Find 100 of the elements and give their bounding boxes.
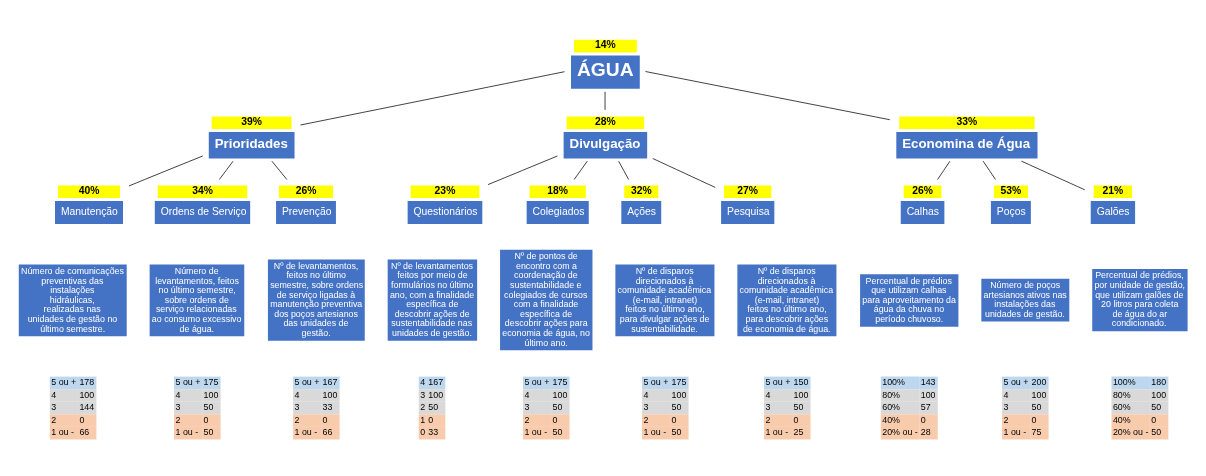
label: 100 (793, 389, 809, 400)
label: 1 ou - (524, 427, 548, 438)
label: 0 (793, 414, 799, 425)
label: 100 (1031, 389, 1047, 400)
label: 5 ou + (765, 377, 791, 388)
label: 2 (524, 414, 530, 425)
label: 100 (79, 389, 95, 400)
label: 2 (51, 414, 57, 425)
label: 0 (420, 427, 426, 438)
label: 2 (1003, 414, 1009, 425)
label: 40% (1112, 414, 1131, 425)
label: 60% (882, 402, 900, 413)
label: 2 (420, 402, 426, 413)
node-label: 32% (630, 184, 652, 196)
label: 5 ou + (294, 377, 320, 388)
label: 0 (1031, 414, 1037, 425)
label: 2 (643, 414, 649, 425)
label: 1 ou - (175, 427, 199, 438)
label: 3 (420, 389, 426, 400)
label: 167 (428, 377, 444, 388)
node-label: 21% (1102, 184, 1124, 196)
label: 28 (920, 427, 931, 438)
label: 57 (920, 402, 931, 413)
label: 2 (765, 414, 771, 425)
label: 100% (1112, 377, 1136, 388)
label: 0 (1151, 414, 1157, 425)
node-label: 34% (192, 184, 213, 196)
label: 0 (552, 414, 558, 425)
node-label: 39% (241, 115, 263, 127)
label: 2 (294, 414, 300, 425)
node-label: 33% (956, 115, 978, 127)
label: 5 ou + (175, 377, 201, 388)
label: 200 (1031, 377, 1047, 388)
label: 100% (882, 377, 905, 388)
label: 3 (294, 402, 300, 413)
node-label: 40% (78, 184, 100, 196)
label: 144 (79, 402, 95, 413)
label: 25 (793, 427, 804, 438)
label: 5 ou + (51, 377, 77, 388)
label: 100 (203, 389, 219, 400)
label: 100 (920, 389, 936, 400)
label: 60% (1112, 402, 1131, 413)
label: 50 (1151, 402, 1162, 413)
label: 100 (552, 389, 568, 400)
label: 175 (203, 377, 219, 388)
label: 5 ou + (524, 377, 550, 388)
label: 100 (322, 389, 338, 400)
label: 0 (671, 414, 677, 425)
label: 50 (203, 402, 214, 413)
label: 0 (920, 414, 926, 425)
node-label: 27% (737, 184, 759, 196)
node-label: 26% (295, 184, 317, 196)
label: 100 (428, 389, 444, 400)
label: 0 (203, 414, 209, 425)
label: 1 ou - (765, 427, 789, 438)
label: 4 (524, 389, 530, 400)
node-label: 28% (595, 115, 616, 127)
label: 4 (1003, 389, 1009, 400)
label: 50 (671, 427, 682, 438)
label: 66 (322, 427, 333, 438)
label: 20% ou - (882, 427, 918, 438)
label: 4 (51, 389, 57, 400)
label: 40% (882, 414, 900, 425)
label: 1 ou - (294, 427, 318, 438)
label: 80% (882, 389, 900, 400)
label: 4 (294, 389, 300, 400)
label: 1 ou - (51, 427, 74, 438)
label: 3 (524, 402, 530, 413)
label: 50 (671, 402, 682, 413)
label: 1 (420, 414, 426, 425)
label: 178 (79, 377, 95, 388)
label: 0 (322, 414, 328, 425)
label: 50 (793, 402, 804, 413)
label: 33 (322, 402, 333, 413)
label: 0 (428, 414, 434, 425)
label: 1 ou - (1003, 427, 1027, 438)
label: 3 (643, 402, 649, 413)
label: 0 (79, 414, 85, 425)
label: 20% ou - (1112, 427, 1149, 438)
label: 3 (1003, 402, 1009, 413)
label: 5 ou + (643, 377, 669, 388)
label: 50 (203, 427, 214, 438)
label: 4 (765, 389, 771, 400)
label: 143 (920, 377, 936, 388)
label: 180 (1151, 377, 1167, 388)
label: 5 ou + (1003, 377, 1029, 388)
label: 33 (428, 427, 439, 438)
label: 1 ou - (643, 427, 667, 438)
label: 175 (552, 377, 568, 388)
label: 66 (79, 427, 90, 438)
label: 4 (643, 389, 649, 400)
label: 50 (1031, 402, 1042, 413)
label: 50 (552, 402, 563, 413)
label: 100 (671, 389, 687, 400)
label: 100 (1151, 389, 1167, 400)
node-label: 26% (912, 184, 933, 196)
label: 50 (428, 402, 439, 413)
node-label: 23% (434, 184, 456, 196)
label: 150 (793, 377, 809, 388)
label: 50 (552, 427, 563, 438)
